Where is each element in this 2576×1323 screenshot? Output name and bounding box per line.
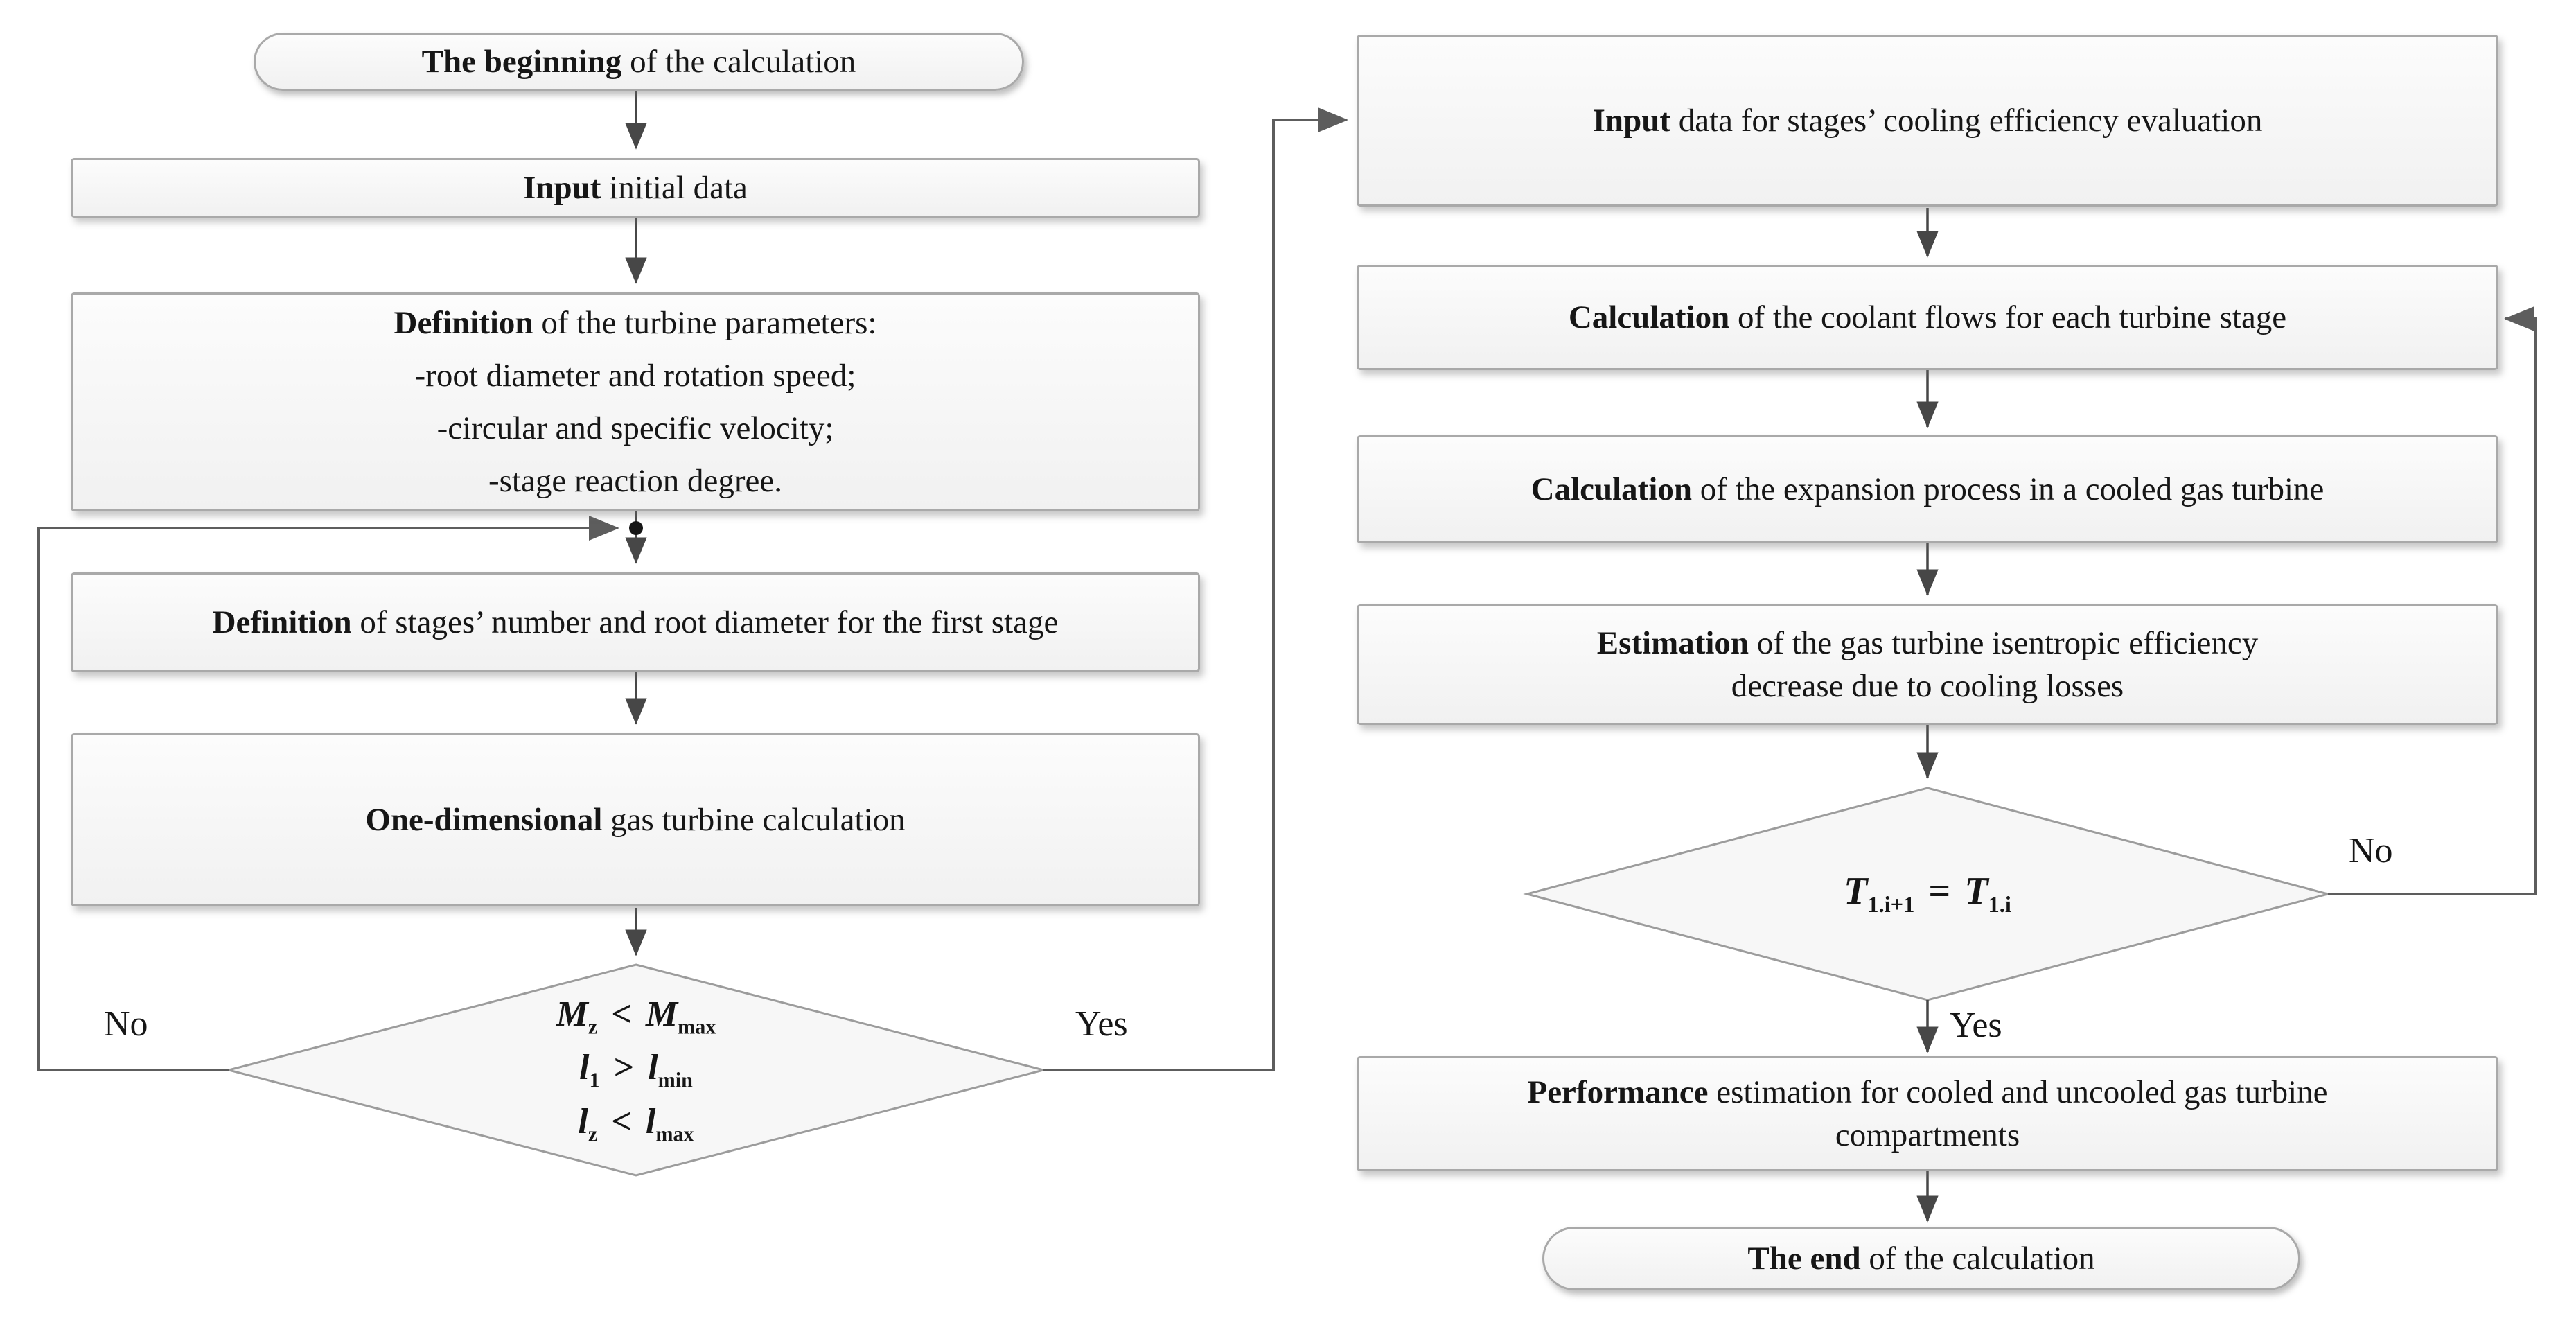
- node-text-lead: Performance: [1527, 1074, 1709, 1110]
- node-text-line2: decrease due to cooling losses: [1731, 668, 2124, 704]
- node-text-lead: Estimation: [1596, 624, 1749, 661]
- junction-dot: [629, 521, 643, 535]
- node-text-line: The beginning of the calculation: [422, 40, 856, 83]
- node-text-line: Input initial data: [523, 166, 748, 209]
- connector-no-loop-left: [37, 516, 619, 1071]
- formula-var: l: [645, 1101, 656, 1141]
- parameters-item-3: -stage reaction degree.: [488, 463, 783, 500]
- node-text-lead: Input: [523, 169, 601, 206]
- node-text-rest: of the gas turbine isentropic efficiency: [1749, 624, 2259, 661]
- node-text-lead: One-dimensional: [365, 801, 603, 838]
- formula-sub: 1.i: [1988, 893, 2011, 918]
- node-text-line: Performance estimation for cooled and un…: [1527, 1071, 2327, 1114]
- end-node: The end of the calculation: [1542, 1227, 2300, 1290]
- formula-operator: >: [613, 1048, 635, 1088]
- node-text-rest: data for stages’ cooling efficiency eval…: [1670, 102, 2263, 139]
- node-text-lead: Input: [1592, 102, 1670, 139]
- formula-sub: 1.i+1: [1867, 893, 1915, 918]
- node-text-lead: The end: [1747, 1240, 1861, 1277]
- node-text-lead: Calculation: [1568, 299, 1730, 335]
- start-node: The beginning of the calculation: [254, 33, 1024, 91]
- node-text-rest: of the calculation: [621, 43, 856, 80]
- formula-var: T: [1844, 870, 1868, 913]
- no-label-left: No: [104, 1004, 148, 1044]
- node-text-line: Input data for stages’ cooling efficienc…: [1593, 99, 2263, 142]
- node-text-lead: The beginning: [421, 43, 622, 80]
- expansion-process-node: Calculation of the expansion process in …: [1357, 435, 2498, 543]
- node-text-rest: of the expansion process in a cooled gas…: [1692, 471, 2324, 507]
- node-text-lead: Definition: [212, 604, 352, 640]
- temperature-decision: T1.i+1=T1.i: [1527, 788, 2328, 1000]
- node-text-rest: of the turbine parameters:: [533, 304, 877, 341]
- formula-sub: max: [678, 1015, 716, 1039]
- node-text-line: One-dimensional gas turbine calculation: [365, 798, 905, 841]
- formula-var: M: [556, 994, 588, 1034]
- node-text-line: The end of the calculation: [1747, 1237, 2094, 1280]
- formula-sub: 1: [589, 1068, 600, 1092]
- yes-label-left: Yes: [1075, 1004, 1128, 1044]
- node-text-line: Calculation of the coolant flows for eac…: [1569, 296, 2286, 339]
- formula-var: T: [1964, 870, 1988, 913]
- node-text-line2: compartments: [1835, 1117, 2020, 1153]
- input-data-node: Input initial data: [71, 158, 1200, 218]
- isentropic-estimation-node: Estimation of the gas turbine isentropic…: [1357, 604, 2498, 725]
- node-text-rest: estimation for cooled and uncooled gas t…: [1708, 1074, 2328, 1110]
- formula-var: M: [645, 994, 678, 1034]
- node-text-rest: of stages’ number and root diameter for …: [351, 604, 1059, 640]
- node-text-line: Definition of the turbine parameters:: [394, 297, 877, 349]
- stage-limits-diamond-shape: [224, 963, 1048, 1177]
- node-text-line: Calculation of the expansion process in …: [1531, 468, 2324, 511]
- parameters-item-2: -circular and specific velocity;: [436, 410, 834, 446]
- node-text-rest: of the calculation: [1860, 1240, 2095, 1277]
- cooling-input-node: Input data for stages’ cooling efficienc…: [1357, 35, 2498, 207]
- formula-var: l: [579, 1048, 590, 1088]
- formula-var: l: [648, 1048, 658, 1088]
- decision-row-2: l1>lmin: [579, 1047, 693, 1092]
- stages-number-node: Definition of stages’ number and root di…: [71, 572, 1200, 672]
- node-text-rest: gas turbine calculation: [602, 801, 906, 838]
- no-label-right: No: [2349, 831, 2393, 870]
- formula-sub: z: [588, 1122, 598, 1146]
- formula-sub: z: [588, 1015, 598, 1039]
- one-dimensional-node: One-dimensional gas turbine calculation: [71, 733, 1200, 906]
- formula-operator: <: [611, 994, 632, 1034]
- node-text-rest: of the coolant flows for each turbine st…: [1729, 299, 2287, 335]
- stage-limits-decision: Mz<Mmax l1>lmin lz<lmax: [229, 965, 1043, 1175]
- formula-var: l: [578, 1101, 588, 1141]
- node-text-line: Definition of stages’ number and root di…: [213, 601, 1059, 644]
- node-text-line: Estimation of the gas turbine isentropic…: [1597, 622, 2259, 665]
- node-text-rest: initial data: [601, 169, 748, 206]
- decision-row-1: Mz < Mmax: [556, 994, 716, 1039]
- connector-no-loop-right: [2328, 306, 2537, 895]
- node-text-lead: Calculation: [1530, 471, 1693, 507]
- turbine-parameters-node: Definition of the turbine parameters: -r…: [71, 292, 1200, 511]
- coolant-flows-node: Calculation of the coolant flows for eac…: [1357, 265, 2498, 370]
- performance-node: Performance estimation for cooled and un…: [1357, 1056, 2498, 1171]
- connector-yes-to-right-column: [1043, 107, 1348, 1071]
- node-text-lead: Definition: [394, 304, 533, 341]
- formula-sub: max: [655, 1122, 694, 1146]
- formula-sub: min: [658, 1068, 693, 1092]
- parameters-item-1: -root diameter and rotation speed;: [414, 357, 856, 394]
- formula-operator: <: [611, 1101, 632, 1141]
- decision-row: T1.i+1=T1.i: [1844, 869, 2011, 918]
- formula-operator: =: [1928, 870, 1951, 913]
- yes-label-right: Yes: [1950, 1006, 2002, 1045]
- decision-row-3: lz<lmax: [578, 1101, 694, 1146]
